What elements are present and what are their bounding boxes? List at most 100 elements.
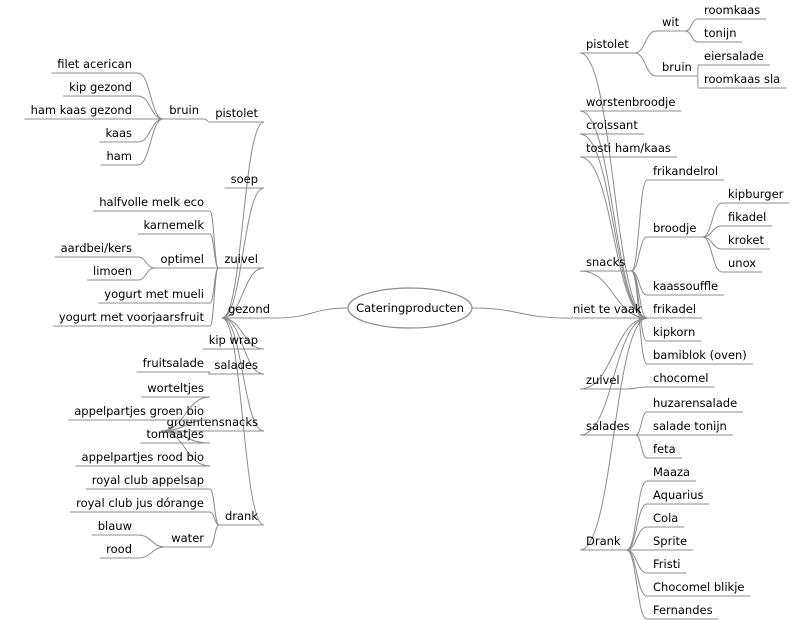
topic-halfvolle-melk-eco[interactable]: halfvolle melk eco — [93, 195, 210, 212]
connector-line — [702, 236, 723, 273]
topic-label: bamiblok (oven) — [653, 348, 747, 362]
topic-appelpartjes-rood-bio[interactable]: appelpartjes rood bio — [75, 450, 210, 467]
topic-label: snacks — [586, 255, 625, 269]
topic-bamiblok-oven[interactable]: bamiblok (oven) — [647, 348, 753, 365]
topic-soep[interactable]: soep — [224, 172, 264, 189]
topic-filet-acerican[interactable]: filet acerican — [51, 57, 138, 74]
connector-line — [579, 317, 648, 551]
topic-kipburger[interactable]: kipburger — [722, 187, 790, 204]
topic-worteltjes[interactable]: worteltjes — [141, 381, 210, 398]
topic-wit[interactable]: wit — [656, 15, 686, 32]
connector-line — [579, 317, 648, 390]
topic-drank[interactable]: drank — [218, 509, 264, 526]
topic-appelpartjes-groen-bio[interactable]: appelpartjes groen bio — [68, 404, 210, 421]
topic-aardbei-kers[interactable]: aardbei/kers — [54, 241, 138, 258]
topic-maaza[interactable]: Maaza — [647, 465, 697, 482]
topic-roomkaas-sla[interactable]: roomkaas sla — [698, 72, 787, 89]
topic-kip-wrap[interactable]: kip wrap — [202, 333, 264, 350]
topic-pistolet[interactable]: pistolet — [209, 106, 264, 123]
topic-label: roomkaas — [704, 3, 760, 17]
topic-label: frikadel — [653, 302, 696, 316]
topic-worstenbroodje[interactable]: worstenbroodje — [580, 95, 682, 112]
topic-feta[interactable]: feta — [647, 442, 682, 459]
topic-label: aardbei/kers — [61, 241, 132, 255]
topic-kroket[interactable]: kroket — [722, 233, 771, 250]
topic-royal-club-appelsap[interactable]: royal club appelsap — [85, 473, 210, 490]
topic-tonijn[interactable]: tonijn — [698, 26, 743, 43]
topic-water[interactable]: water — [165, 531, 210, 548]
topic-label: karnemelk — [143, 218, 204, 232]
connector-line — [626, 549, 648, 620]
topic-karnemelk[interactable]: karnemelk — [137, 218, 210, 235]
topic-groentensnacks[interactable]: groentensnacks — [160, 415, 264, 432]
topic-snacks[interactable]: snacks — [580, 255, 632, 272]
topic-zuivel[interactable]: zuivel — [580, 373, 626, 390]
topic-optimel[interactable]: optimel — [154, 252, 210, 269]
topic-label: roomkaas sla — [704, 72, 780, 86]
topic-tomaatjes[interactable]: tomaatjes — [140, 427, 210, 444]
topic-label: pistolet — [215, 106, 258, 120]
topic-ham[interactable]: ham — [100, 149, 138, 166]
topic-bruin[interactable]: bruin — [163, 103, 205, 120]
root-node[interactable]: Cateringproducten — [347, 287, 473, 329]
topic-roomkaas[interactable]: roomkaas — [698, 3, 767, 20]
connector-line — [634, 52, 657, 77]
topic-eiersalade[interactable]: eiersalade — [698, 49, 770, 66]
topic-drank[interactable]: Drank — [580, 534, 627, 551]
topic-frikandelrol[interactable]: frikandelrol — [647, 164, 725, 181]
topic-kipkorn[interactable]: kipkorn — [647, 325, 702, 342]
topic-label: soep — [231, 172, 258, 186]
connector-line — [160, 396, 211, 432]
connector-line — [579, 133, 648, 319]
topic-label: halfvolle melk eco — [99, 195, 204, 209]
topic-croissant[interactable]: croissant — [580, 118, 644, 135]
topic-kip-gezond[interactable]: kip gezond — [63, 80, 138, 97]
topic-cola[interactable]: Cola — [647, 511, 685, 528]
topic-ham-kaas-gezond[interactable]: ham kaas gezond — [24, 103, 138, 120]
topic-fristi[interactable]: Fristi — [647, 557, 687, 574]
topic-label: kaas — [105, 126, 132, 140]
topic-label: worstenbroodje — [586, 95, 675, 109]
topic-label: tomaatjes — [146, 427, 204, 441]
topic-salades[interactable]: salades — [580, 419, 636, 436]
topic-zuivel[interactable]: zuivel — [218, 252, 264, 269]
topic-label: broodje — [653, 221, 696, 235]
root-node-label: Cateringproducten — [356, 301, 464, 315]
topic-huzarensalade[interactable]: huzarensalade — [647, 396, 744, 413]
topic-label: chocomel — [653, 371, 708, 385]
topic-royal-club-jus-dorange[interactable]: royal club jus dórange — [70, 496, 210, 513]
topic-pistolet[interactable]: pistolet — [580, 37, 635, 54]
topic-rood[interactable]: rood — [100, 542, 138, 559]
topic-unox[interactable]: unox — [722, 256, 763, 273]
topic-sprite[interactable]: Sprite — [647, 534, 694, 551]
topic-fernandes[interactable]: Fernandes — [647, 603, 719, 620]
topic-kaassouffle[interactable]: kaassouffle — [647, 279, 725, 296]
topic-fikadel[interactable]: fikadel — [722, 210, 773, 227]
connector-line — [209, 210, 219, 269]
topic-label: rood — [106, 542, 132, 556]
topic-tosti-ham-kaas[interactable]: tosti ham/kaas — [580, 141, 677, 158]
topic-limoen[interactable]: limoen — [87, 264, 138, 281]
topic-salade-tonijn[interactable]: salade tonijn — [647, 419, 733, 436]
topic-label: Aquarius — [653, 488, 704, 502]
topic-salades[interactable]: salades — [208, 358, 264, 375]
topic-bruin[interactable]: bruin — [656, 60, 698, 77]
topic-broodje[interactable]: broodje — [647, 221, 703, 238]
topic-gezond[interactable]: gezond — [221, 302, 276, 319]
topic-aquarius[interactable]: Aquarius — [647, 488, 710, 505]
connector-line — [137, 267, 155, 281]
topic-chocomel-blikje[interactable]: Chocomel blikje — [647, 580, 751, 597]
topic-label: tonijn — [704, 26, 737, 40]
topic-frikadel[interactable]: frikadel — [647, 302, 703, 319]
topic-chocomel[interactable]: chocomel — [647, 371, 715, 388]
topic-yogurt-met-mueli[interactable]: yogurt met mueli — [98, 287, 210, 304]
topic-blauw[interactable]: blauw — [91, 519, 138, 536]
connector-line — [471, 307, 568, 319]
topic-kaas[interactable]: kaas — [99, 126, 138, 143]
connector-line — [579, 156, 648, 319]
topic-niet-te-vaak[interactable]: niet te vaak — [567, 302, 648, 319]
topic-label: niet te vaak — [573, 302, 642, 316]
topic-yogurt-met-voorjaarsfruit[interactable]: yogurt met voorjaarsfruit — [52, 310, 210, 327]
topic-fruitsalade[interactable]: fruitsalade — [136, 356, 210, 373]
